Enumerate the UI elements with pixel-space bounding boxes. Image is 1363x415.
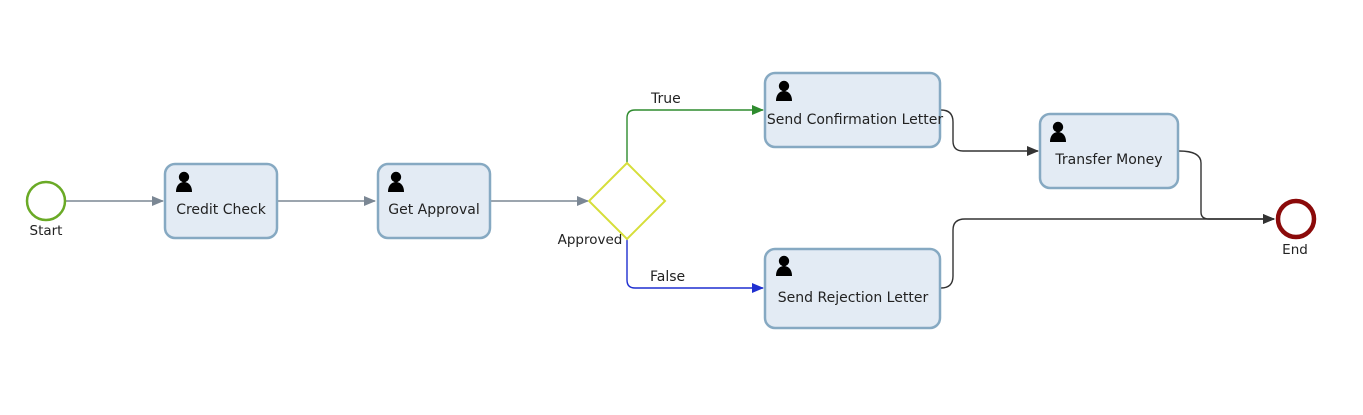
flow-transfer-to-end[interactable] xyxy=(1178,150,1275,224)
task-label-get-approval: Get Approval xyxy=(388,202,480,218)
task-send-confirmation-letter[interactable]: Send Confirmation Letter xyxy=(763,71,943,149)
task-label-credit-check: Credit Check xyxy=(176,202,267,218)
end-event[interactable] xyxy=(1275,198,1317,240)
gateway-label: Approved xyxy=(558,232,623,248)
sequence-flows xyxy=(66,105,1275,293)
task-label-send-confirmation-letter: Send Confirmation Letter xyxy=(767,112,943,128)
flow-false-branch[interactable] xyxy=(626,239,764,293)
task-label-transfer-money: Transfer Money xyxy=(1054,152,1162,168)
flow-confirmation-to-transfer[interactable] xyxy=(940,109,1039,156)
task-label-send-rejection-letter: Send Rejection Letter xyxy=(778,290,929,306)
flow-true-branch[interactable] xyxy=(626,105,764,163)
start-event-label: Start xyxy=(30,223,63,239)
task-transfer-money[interactable]: Transfer Money xyxy=(1038,112,1180,190)
flow-label-true: True xyxy=(650,91,681,107)
task-send-rejection-letter[interactable]: Send Rejection Letter xyxy=(763,247,942,330)
start-event[interactable] xyxy=(25,180,67,222)
task-get-approval[interactable]: Get Approval xyxy=(376,162,492,240)
end-event-label: End xyxy=(1282,242,1308,258)
exclusive-gateway[interactable] xyxy=(587,161,667,241)
flow-rejection-to-end[interactable] xyxy=(940,214,1275,289)
task-credit-check[interactable]: Credit Check xyxy=(163,162,279,240)
flow-label-false: False xyxy=(650,269,685,285)
